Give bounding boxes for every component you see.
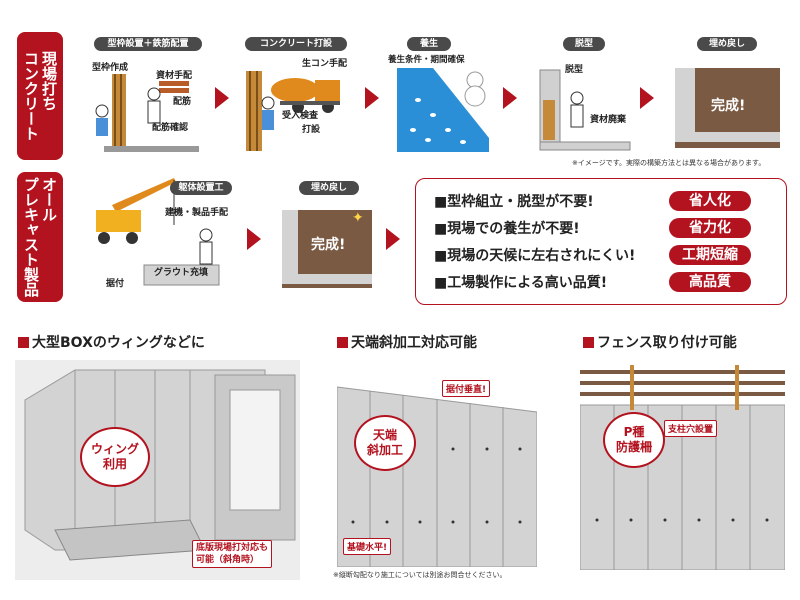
top-arrow-2	[365, 87, 379, 109]
svg-text:✦: ✦	[352, 210, 364, 226]
section-marker	[583, 337, 594, 348]
precast-label-tab: オール プレキャスト製品	[17, 172, 63, 302]
bottom-arrow-1	[247, 228, 261, 250]
top-arrow-3	[503, 87, 517, 109]
wing-base-tag: 底版現場打対応も 可能（斜角時）	[192, 540, 273, 568]
cast-in-place-label: 現場打ち コンクリート	[22, 51, 58, 141]
fence-panels-illustration	[580, 365, 785, 570]
formwork-label-rebar-check: 配筋確認	[152, 123, 189, 133]
fence-bubble: P種 防護柵	[603, 412, 665, 468]
step-concrete-pour-tag: コンクリート打設	[245, 37, 347, 51]
fence-post-hole-tag: 支柱穴設置	[664, 420, 718, 437]
backfill-complete-text: 完成!	[711, 98, 746, 114]
benefit-text-2: ■現場での養生が不要!	[434, 221, 580, 237]
benefit-badge-1: 省人化	[669, 191, 751, 211]
precast-label: オール プレキャスト製品	[22, 177, 58, 297]
section-marker	[18, 337, 29, 348]
step-structure-install-tag: 躯体設置工	[170, 181, 232, 195]
pour-label-inspection: 受入検査	[282, 111, 319, 121]
step-demold-tag: 脱型	[563, 37, 605, 51]
formwork-label-create: 型枠作成	[92, 63, 129, 73]
slope-tag-vertical: 据付垂直!	[442, 380, 491, 397]
install-label-equipment: 建機・製品手配	[165, 208, 229, 218]
formwork-illustration	[95, 74, 199, 152]
step-formwork-tag: 型枠設置＋鉄筋配置	[94, 37, 202, 51]
benefits-box: ■型枠組立・脱型が不要! 省人化 ■現場での養生が不要! 省力化 ■現場の天候に…	[415, 178, 787, 305]
benefit-badge-4: 高品質	[669, 272, 751, 292]
benefit-text-3: ■現場の天候に左右されにくい!	[434, 248, 636, 264]
install-label-placement: 据付	[106, 279, 125, 289]
slope-bubble: 天端 斜加工	[354, 415, 416, 471]
section-slope-heading: 天端斜加工対応可能	[337, 332, 477, 352]
step-curing-tag: 養生	[407, 37, 451, 51]
pour-label-ready-mix: 生コン手配	[302, 59, 348, 69]
step-backfill-tag: 埋め戻し	[697, 37, 757, 51]
cast-in-place-label-tab: 現場打ち コンクリート	[17, 32, 63, 160]
slope-tag-level: 基礎水平!	[343, 538, 392, 555]
benefit-text-4: ■工場製作による高い品質!	[434, 275, 608, 291]
backfill-complete-text-2: 完成!	[311, 237, 346, 253]
formwork-label-materials: 資材手配	[156, 71, 193, 81]
concrete-pour-illustration	[246, 71, 340, 151]
pour-label-placement: 打設	[302, 125, 321, 135]
step-backfill-tag-2: 埋め戻し	[299, 181, 359, 195]
formwork-label-rebar: 配筋	[173, 97, 192, 107]
backfill-illustration	[675, 68, 780, 148]
demold-illustration	[539, 69, 631, 151]
backfill-illustration-2: ✦	[282, 210, 372, 288]
section-wing-heading: 大型BOXのウィングなどに	[18, 332, 205, 352]
section-fence-heading: フェンス取り付け可能	[583, 332, 737, 352]
top-arrow-1	[215, 87, 229, 109]
top-illustration-note: ※イメージです。実際の構築方法とは異なる場合があります。	[572, 159, 766, 167]
slope-note: ※縦断勾配なり施工については別途お問合せください。	[333, 571, 507, 579]
bottom-arrow-2	[386, 228, 400, 250]
benefit-badge-2: 省力化	[669, 218, 751, 238]
section-fence-title: フェンス取り付け可能	[597, 335, 737, 351]
section-marker	[337, 337, 348, 348]
demold-label-demold: 脱型	[565, 65, 584, 75]
benefit-badge-3: 工期短縮	[669, 245, 751, 265]
precast-install-illustration	[96, 178, 220, 286]
curing-illustration	[397, 68, 489, 152]
top-arrow-4	[640, 87, 654, 109]
benefit-text-1: ■型枠組立・脱型が不要!	[434, 194, 594, 210]
section-slope-title: 天端斜加工対応可能	[351, 335, 477, 351]
install-label-grout: グラウト充填	[154, 268, 209, 278]
section-wing-title: 大型BOXのウィングなどに	[32, 335, 205, 351]
curing-label-conditions: 養生条件・期間確保	[388, 55, 465, 65]
demold-label-disposal: 資材廃棄	[590, 115, 627, 125]
wing-use-bubble: ウィング 利用	[80, 427, 150, 487]
